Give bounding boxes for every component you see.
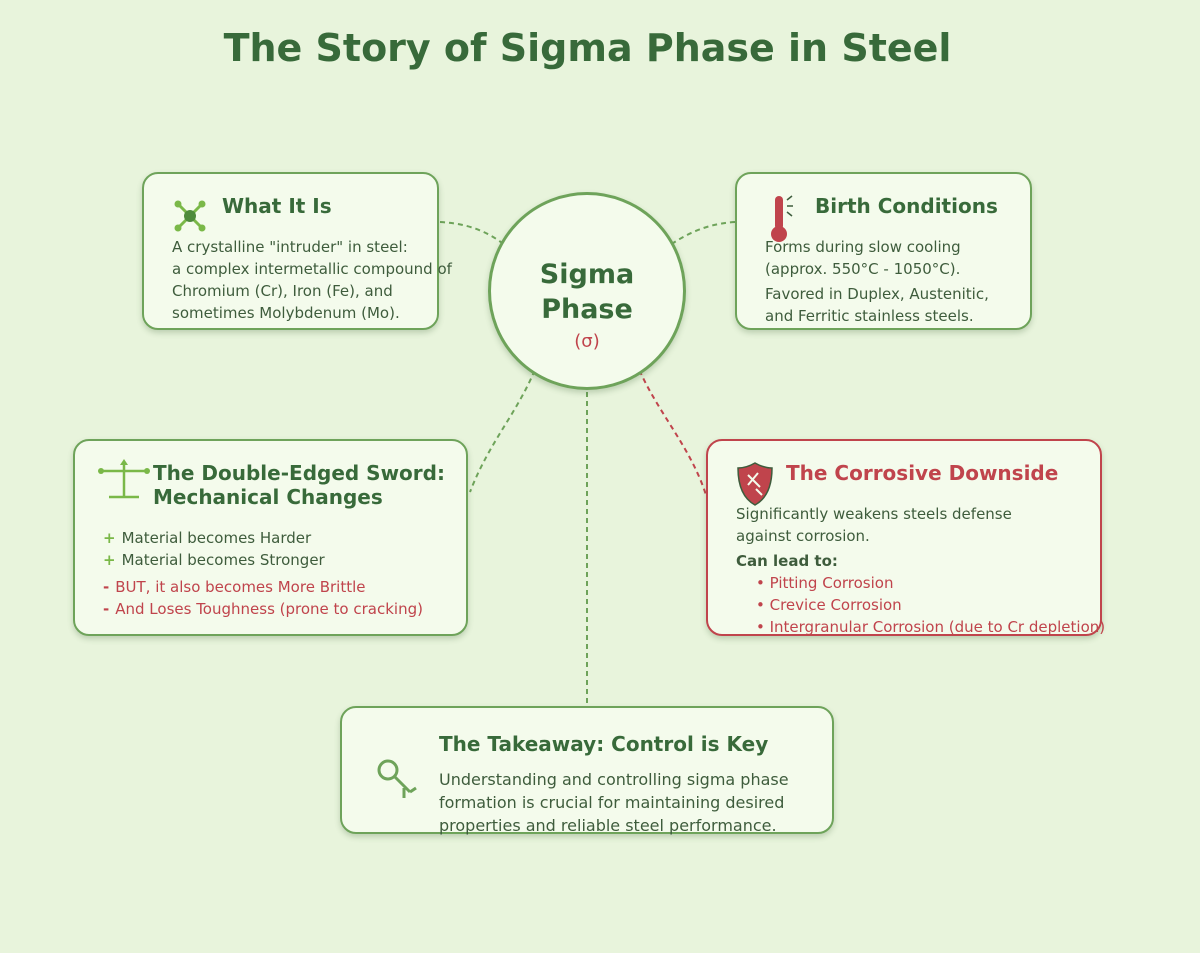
what-it-is-heading: What It Is [222, 194, 332, 218]
positive-item: +Material becomes Harder [103, 529, 312, 547]
balance-scale-icon [98, 459, 150, 499]
takeaway-text: Understanding and controlling sigma phas… [439, 770, 789, 835]
corrosion-text: Significantly weakens steels defense aga… [736, 505, 1106, 636]
hub-title-line1: Sigma [539, 259, 635, 290]
thermometer-icon [771, 195, 793, 242]
birth-conditions-heading: Birth Conditions [815, 194, 998, 218]
connector-what-it-is [439, 221, 519, 257]
molecule-icon [174, 200, 206, 232]
negative-item: -And Loses Toughness (prone to cracking) [103, 600, 423, 618]
negative-item: -BUT, it also becomes More Brittle [103, 578, 366, 596]
connector-corrosion [635, 361, 707, 496]
what-it-is-card: What It Is A crystalline "intruder" in s… [142, 172, 452, 330]
corrosive-downside-card: The Corrosive Downside Significantly wea… [706, 439, 1106, 636]
takeaway-heading: The Takeaway: Control is Key [439, 732, 769, 756]
hub-symbol: (σ) [574, 331, 600, 352]
birth-conditions-text: Forms during slow cooling (approx. 550°C… [765, 238, 989, 325]
hub-title-line2: Phase [541, 294, 633, 325]
positive-item: +Material becomes Stronger [103, 551, 325, 569]
mechanical-heading: The Double-Edged Sword: Mechanical Chang… [153, 461, 445, 509]
corrosion-bullet: • Crevice Corrosion [756, 596, 902, 614]
mechanical-list: +Material becomes Harder +Material becom… [103, 527, 423, 620]
broken-shield-icon [737, 462, 773, 506]
connector-mechanical [469, 361, 539, 493]
mechanical-changes-card: The Double-Edged Sword: Mechanical Chang… [73, 439, 468, 636]
what-it-is-text: A crystalline "intruder" in steel: a com… [172, 238, 452, 322]
corrosion-bullet: • Pitting Corrosion [756, 574, 894, 592]
corrosion-bullet: • Intergranular Corrosion (due to Cr dep… [756, 618, 1106, 636]
corrosion-lead: Can lead to: [736, 552, 838, 570]
connector-birth-conditions [655, 221, 736, 257]
takeaway-card: The Takeaway: Control is Key Understandi… [340, 706, 834, 835]
corrosion-heading: The Corrosive Downside [786, 461, 1059, 485]
sigma-phase-hub: Sigma Phase (σ) [488, 192, 686, 390]
page-title: The Story of Sigma Phase in Steel [223, 26, 952, 70]
key-icon [377, 759, 417, 798]
birth-conditions-card: Birth Conditions Forms during slow cooli… [735, 172, 1032, 330]
